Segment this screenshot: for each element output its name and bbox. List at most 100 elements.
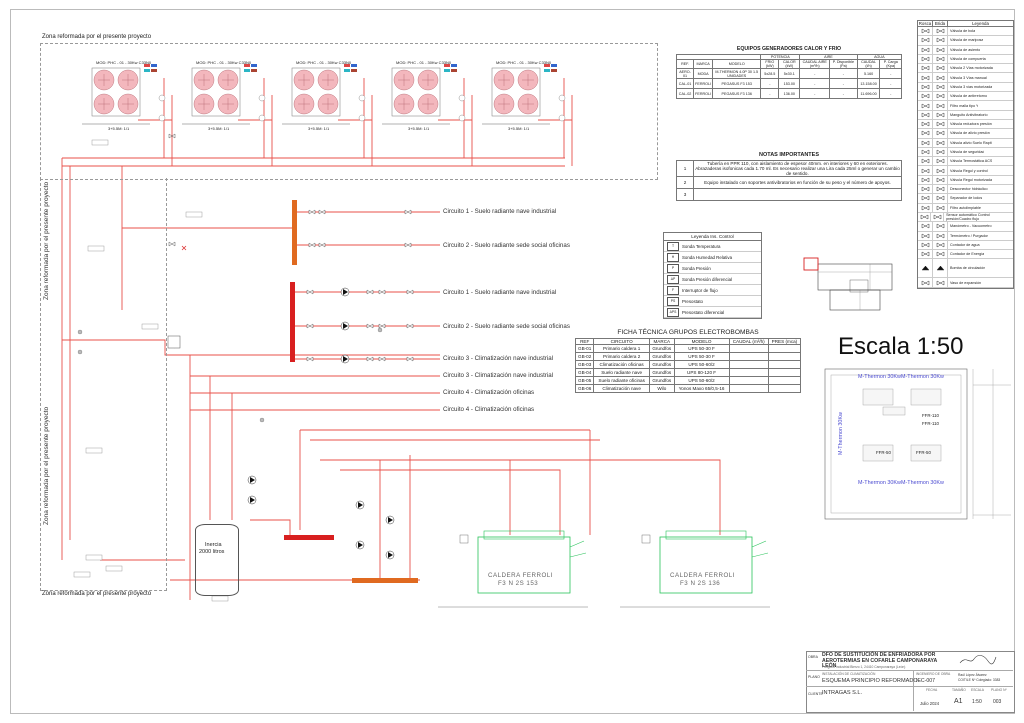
legend-label: Válvula 3 vías motorizada (950, 84, 993, 89)
tamano-value: A1 (954, 698, 963, 705)
valve-symbol-icon (933, 157, 948, 166)
legend-row: Válvula Regul motorizada (918, 175, 1013, 186)
legend-symbol-icon (921, 93, 929, 99)
legend-row: Válvula Termostática ACS (918, 157, 1013, 167)
ficha-cell: Grundfos (648, 360, 675, 369)
legend-symbol: ΔP (667, 274, 679, 284)
legend-label: Sonda Humedad Relativa (682, 254, 733, 260)
legend-row: Separador de lodos (918, 194, 1013, 204)
equipos-cell: 153.00 (778, 78, 801, 89)
ficha-cell (728, 368, 769, 377)
ficha-cell (767, 376, 802, 385)
valve-symbol-icon (933, 240, 948, 250)
ficha-table-title: FICHA TÉCNICA GRUPOS ELECTROBOMBAS (617, 329, 759, 336)
fan-blade (298, 74, 310, 86)
equipos-cell: PEGASUS F3 153 (712, 78, 762, 89)
fan-blade (422, 74, 434, 86)
gauge-icon (158, 114, 166, 122)
ficha-cell: Yonos Maxo 65/0,5-16 (673, 384, 730, 393)
fan-blade (222, 74, 234, 86)
gauge-icon (458, 94, 466, 102)
legend-row: Válvula Regul y control (918, 166, 1013, 176)
valve-symbol-icon (933, 119, 948, 129)
scale-label: Escala 1:50 (838, 333, 964, 360)
legend-symbol: H (667, 252, 679, 262)
legend-symbol-icon (936, 75, 944, 81)
circuit-label: Circuito 1 - Suelo radiante nave industr… (443, 289, 557, 296)
tag-blue (151, 64, 157, 67)
legend-symbol-icon (921, 233, 929, 239)
collector-orange (292, 200, 297, 265)
legend-symbol-icon (936, 112, 944, 118)
legend-row: Filtro autolimpiable (918, 203, 1013, 213)
junction-dot (259, 417, 265, 423)
flue-icon (569, 540, 587, 558)
fan-blade (522, 98, 534, 110)
legend-symbol-icon (921, 103, 929, 108)
ficha-cell (767, 352, 802, 361)
valve-icon (306, 323, 314, 329)
legend-row: Válvula 3 Vías manual (918, 73, 1013, 83)
valve-symbol-icon (933, 203, 948, 212)
valve-symbol-icon (933, 222, 948, 231)
valve-icon (378, 356, 386, 362)
fan-blade (222, 98, 234, 110)
legend-symbol-icon (921, 84, 929, 90)
unit-ref-label: 3+5.5M: 1/1 (308, 126, 330, 131)
legend-label: Válvula Termostática ACS (950, 159, 993, 164)
floor-plan-detail (824, 368, 1011, 520)
notas-text: Tubería en PPR 110, con aislamiento de e… (693, 160, 902, 177)
plan-unit-label: M-Thermon 30Kw (901, 374, 944, 380)
legend-symbol-icon (921, 75, 929, 81)
ficha-cell: Primario caldera 2 (593, 352, 650, 361)
inertia-tank-capacity: 2000 litros (199, 549, 225, 555)
valve-symbol-icon (918, 36, 933, 45)
legend-symbol-icon (921, 65, 929, 71)
pump-arrow (358, 542, 363, 548)
tamano-label: TAMAÑO (952, 688, 966, 692)
valve-symbol-icon (933, 45, 948, 54)
circuit-label: Circuito 3 - Climatización nave industri… (443, 372, 554, 379)
legend-row: Sensor automático Control presión/Cuadro… (918, 212, 1013, 223)
ficha-cell (728, 352, 769, 361)
legend-symbol-icon (921, 38, 929, 43)
boiler (438, 530, 588, 608)
legend-label: Interruptor de flujo (682, 287, 718, 293)
pump-arrow (343, 356, 348, 362)
equipos-header-cell: CAUDAL (l/h) (856, 59, 881, 69)
equipos-cell: 13.158.00 (856, 78, 881, 89)
valve-symbol-icon (933, 73, 948, 82)
ingeniero-code: IEC-007 (916, 678, 936, 684)
pump-arrow (388, 517, 393, 523)
valve-icon (366, 356, 374, 362)
leyenda-header-rosca: Rosca (918, 21, 933, 26)
equipos-table-panel: EQUIPOS GENERADORES CALOR Y FRIO POTENCI… (675, 46, 903, 99)
boiler-body (477, 536, 571, 594)
fan-blade (498, 98, 510, 110)
valve-icon (366, 323, 374, 329)
equipos-header-cell: MARCA (693, 59, 714, 69)
fan-blade (98, 98, 110, 110)
fan-blade (498, 74, 510, 86)
tag-cyan (344, 69, 350, 72)
pipe-tag (211, 595, 229, 602)
legend-symbol-icon (921, 196, 929, 201)
fan-blade (298, 98, 310, 110)
unit-ref-label: 3+5.5M: 1/1 (208, 126, 230, 131)
hydraulic-separator-icon (167, 335, 181, 349)
ficha-cell (767, 344, 802, 353)
legend-symbol-icon (936, 196, 944, 201)
valve-icon (404, 209, 412, 215)
valve-symbol-icon (933, 194, 948, 203)
plan-pipe-label: FFR-110 (922, 413, 939, 418)
equipos-cell: AERO-01 (675, 68, 695, 79)
valve-icon (378, 323, 386, 329)
boiler-link (510, 459, 721, 535)
